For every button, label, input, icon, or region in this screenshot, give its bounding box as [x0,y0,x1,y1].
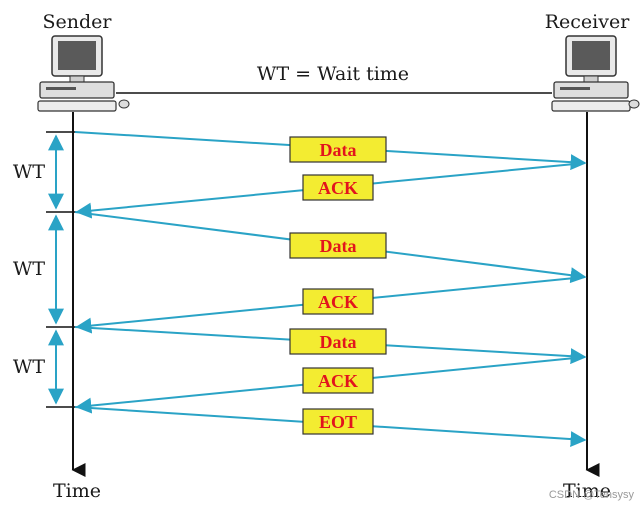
message-box-7: EOT [302,408,374,435]
wait-label-2: WT [13,258,46,280]
wait-ticks [46,131,76,408]
receiver-label: Receiver [545,11,630,33]
message-box-6: ACK [302,367,374,394]
wait-label-1: WT [13,161,46,183]
message-box-1: Data [289,136,387,163]
watermark: CSDN @Tensysy [549,489,635,501]
sender-time-label: Time [53,480,101,502]
wait-label-3: WT [13,356,46,378]
sender-computer-icon [37,35,130,112]
wait-time-legend: WT = Wait time [257,63,409,85]
sender-label: Sender [43,11,113,33]
message-label-1: Data [320,140,357,160]
receiver-computer-icon [551,35,640,112]
message-box-2: ACK [302,174,374,201]
message-box-3: Data [289,232,387,259]
receiver-time-label: Time [563,480,611,502]
message-label-7: EOT [319,412,357,432]
message-box-5: Data [289,328,387,355]
message-label-4: ACK [318,292,358,312]
message-label-2: ACK [318,178,358,198]
message-label-6: ACK [318,371,358,391]
message-label-3: Data [320,236,357,256]
message-label-5: Data [320,332,357,352]
message-box-4: ACK [302,288,374,315]
